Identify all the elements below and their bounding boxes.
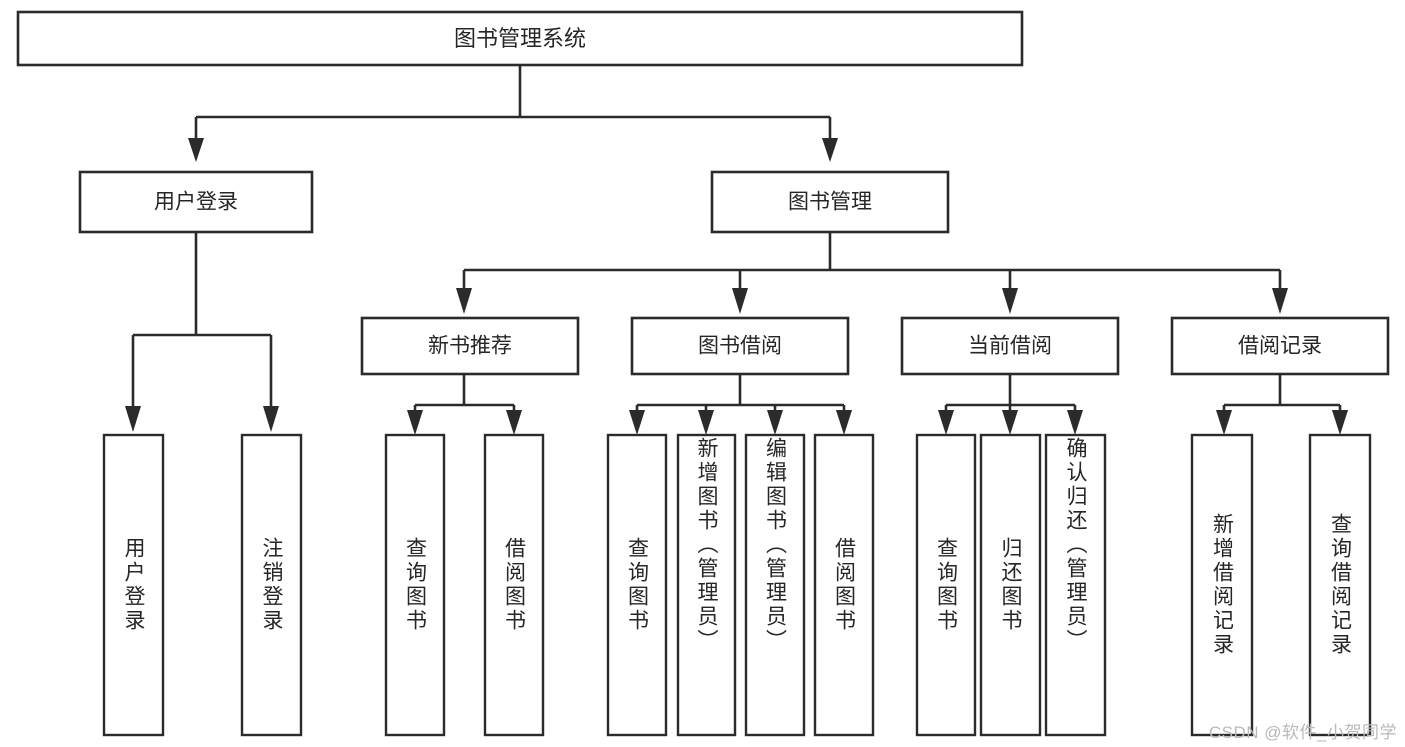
- leaf-box-borrow-book-1[interactable]: [483, 433, 545, 737]
- csdn-watermark: CSDN @软件_小贺同学: [1208, 723, 1397, 742]
- connector-group-borrow-record: [1216, 374, 1348, 435]
- arrow-to-leaf-return-book: [1002, 410, 1018, 435]
- connector-group-book-borrow: [629, 374, 852, 435]
- node-root-box[interactable]: [16, 10, 1024, 67]
- node-book-borrow-label: 图书借阅: [698, 335, 782, 358]
- arrow-to-leaf-query-book-2: [629, 410, 645, 435]
- arrow-to-leaf-logout-login: [263, 406, 279, 432]
- leaf-box-query-record[interactable]: [1308, 433, 1372, 737]
- node-book-manage-box[interactable]: [710, 170, 950, 234]
- arrow-to-leaf-query-book-1: [407, 410, 423, 435]
- node-current-borrow-label: 当前借阅: [968, 335, 1052, 358]
- leaf-box-logout-login[interactable]: [240, 433, 303, 737]
- node-new-book-recommend-label: 新书推荐: [428, 335, 512, 358]
- connector-group-new-book-recommend: [407, 374, 522, 435]
- node-book-borrow-box[interactable]: [630, 316, 850, 376]
- leaf-box-add-record[interactable]: [1190, 433, 1254, 737]
- connector-group-book-manage: [456, 232, 1288, 314]
- node-user-login-label: 用户登录: [154, 191, 238, 214]
- node-borrow-record-box[interactable]: [1170, 316, 1390, 376]
- leaf-box-query-book-1[interactable]: [384, 433, 446, 737]
- node-book-manage-label: 图书管理: [788, 191, 872, 214]
- node-current-borrow[interactable]: 当前借阅: [900, 316, 1120, 376]
- arrow-to-leaf-add-book: [698, 410, 714, 435]
- node-user-login-box[interactable]: [78, 170, 314, 234]
- arrow-to-leaf-add-record: [1216, 410, 1232, 435]
- leaf-box-query-book-2[interactable]: [606, 433, 668, 737]
- node-root-label: 图书管理系统: [454, 26, 586, 51]
- connector-group-root: [188, 65, 838, 162]
- arrow-to-leaf-query-book-3: [938, 410, 954, 435]
- node-new-book-recommend-box[interactable]: [360, 316, 580, 376]
- arrow-to-book-manage: [822, 138, 838, 162]
- arrow-to-user-login: [188, 138, 204, 162]
- leaf-box-confirm-return[interactable]: [1044, 433, 1107, 737]
- node-root[interactable]: 图书管理系统: [16, 10, 1024, 67]
- node-user-login[interactable]: 用户登录: [78, 170, 314, 234]
- leaf-box-add-book[interactable]: [676, 433, 737, 737]
- leaf-box-return-book[interactable]: [979, 433, 1042, 737]
- arrow-to-leaf-edit-book: [767, 410, 783, 435]
- node-borrow-record-label: 借阅记录: [1238, 335, 1322, 358]
- connector-group-user-login: [125, 232, 279, 432]
- arrow-to-book-borrow: [732, 288, 748, 314]
- node-book-borrow[interactable]: 图书借阅: [630, 316, 850, 376]
- leaf-box-query-book-3[interactable]: [915, 433, 977, 737]
- node-current-borrow-box[interactable]: [900, 316, 1120, 376]
- arrow-to-leaf-borrow-book-1: [506, 410, 522, 435]
- arrow-to-leaf-user-login: [125, 406, 141, 432]
- arrow-to-leaf-query-record: [1332, 410, 1348, 435]
- arrow-to-borrow-record: [1272, 288, 1288, 314]
- arrow-to-leaf-confirm-return: [1067, 410, 1083, 435]
- node-new-book-recommend[interactable]: 新书推荐: [360, 316, 580, 376]
- node-book-manage[interactable]: 图书管理: [710, 170, 950, 234]
- arrow-to-leaf-borrow-book-2: [836, 410, 852, 435]
- leaf-box-edit-book[interactable]: [744, 433, 806, 737]
- node-borrow-record[interactable]: 借阅记录: [1170, 316, 1390, 376]
- leaf-box-user-login[interactable]: [102, 433, 165, 737]
- arrow-to-current-borrow: [1002, 288, 1018, 314]
- arrow-to-new-book-recommend: [456, 288, 472, 314]
- leaf-box-borrow-book-2[interactable]: [813, 433, 875, 737]
- connector-group-current-borrow: [938, 374, 1083, 435]
